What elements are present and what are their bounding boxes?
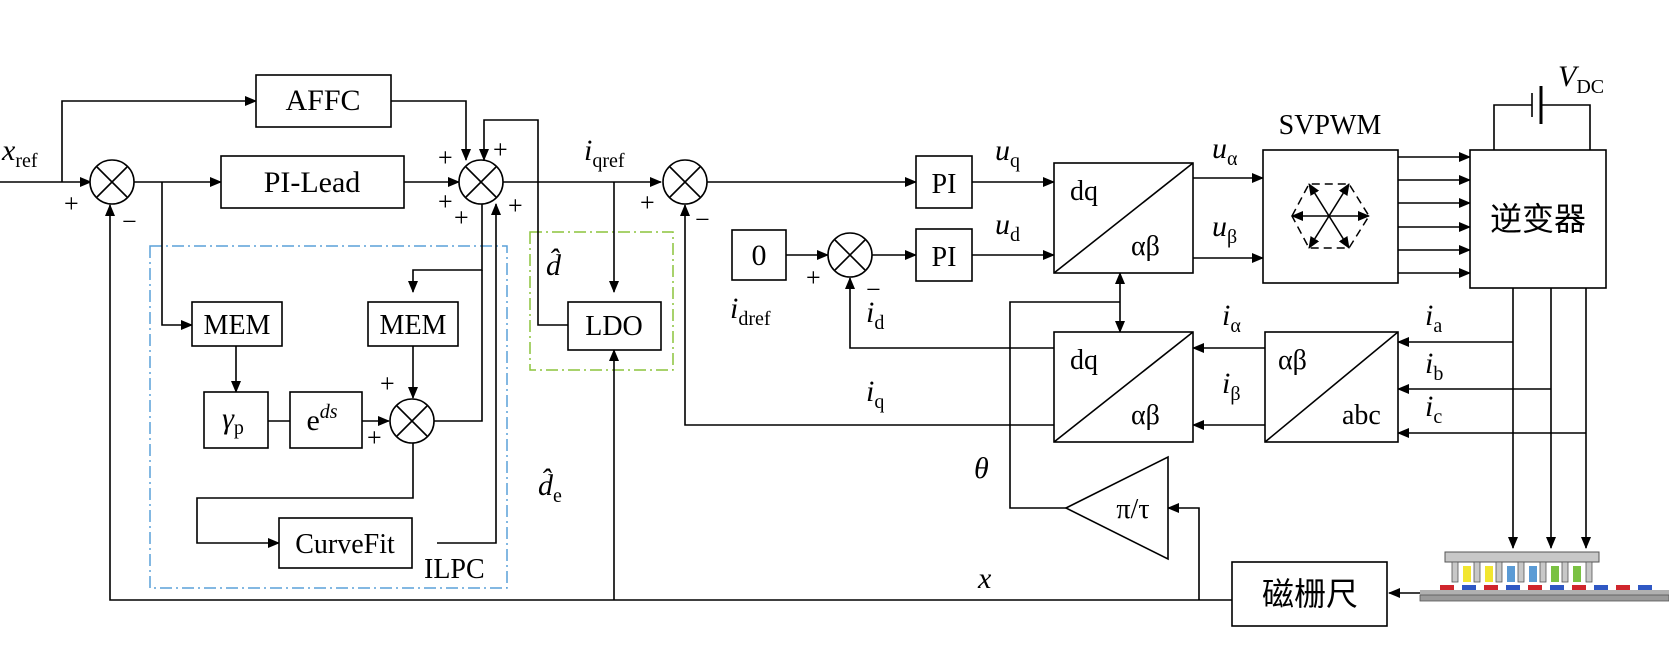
svg-text:+: + — [493, 135, 508, 164]
grating-label: 磁栅尺 — [1262, 575, 1358, 613]
curvefit-block: CurveFit — [278, 517, 413, 569]
mem-block-1: MEM — [191, 301, 283, 347]
linear-motor-illustration — [1419, 551, 1669, 602]
mem-label-2: MEM — [380, 310, 447, 341]
signal-x: x — [977, 562, 992, 595]
svg-text:γp: γp — [222, 402, 244, 439]
dq-label-1: dq — [1070, 176, 1098, 207]
inverter-block: 逆变器 — [1469, 149, 1607, 289]
signal-d-hat-e: d̂e — [538, 468, 562, 507]
pi-block-d: PI — [915, 228, 973, 282]
ldo-label: LDO — [585, 311, 643, 342]
e-ds-exponent: ds — [320, 401, 338, 423]
signal-ud: ud — [995, 208, 1020, 246]
svg-text:+: + — [640, 188, 655, 217]
ilpc-label: ILPC — [424, 554, 485, 585]
signal-id: id — [866, 296, 884, 334]
signal-iq-ref: iqref — [584, 134, 625, 172]
svg-text:+: + — [64, 189, 79, 218]
signal-id-ref: idref — [730, 292, 771, 330]
signal-i-alpha: iα — [1222, 299, 1241, 337]
mem-block-2: MEM — [367, 301, 459, 347]
zero-ref-block: 0 — [731, 229, 787, 281]
signal-iq: iq — [866, 375, 884, 413]
signal-ib: ib — [1425, 347, 1443, 385]
signal-ic: ic — [1425, 390, 1442, 428]
signal-uq: uq — [995, 134, 1020, 172]
gamma-symbol: γ — [222, 402, 235, 435]
svpwm-block: SVPWM — [1262, 110, 1399, 284]
sum-junction-iq — [662, 159, 708, 205]
junction-signs: + − + + + + + + − + − + + — [64, 135, 881, 452]
abc-label: abc — [1342, 400, 1381, 431]
signal-lines — [0, 86, 1591, 601]
svg-text:−: − — [122, 207, 137, 236]
svg-text:+: + — [438, 187, 453, 216]
svpwm-label: SVPWM — [1279, 110, 1382, 141]
zero-label: 0 — [752, 239, 767, 272]
gamma-subscript: p — [234, 417, 244, 439]
ab-label-2: αβ — [1131, 400, 1160, 431]
ab-label-3: αβ — [1278, 345, 1307, 376]
sum-junction-position — [89, 159, 135, 205]
svg-text:+: + — [806, 263, 821, 292]
pi-lead-label: PI-Lead — [264, 166, 361, 199]
affc-block: AFFC — [255, 74, 392, 128]
e-ds-base: e — [306, 404, 319, 437]
signal-i-beta: iβ — [1222, 367, 1241, 405]
sum-junction-id — [827, 232, 873, 278]
signal-theta: θ — [974, 452, 989, 485]
gamma-p-block: γp — [203, 391, 269, 449]
signal-x-ref: xref — [1, 134, 38, 172]
svg-text:+: + — [508, 191, 523, 220]
svg-text:eds: eds — [306, 401, 337, 437]
pi-lead-block: PI-Lead — [220, 155, 405, 209]
sum-junction-current-ref — [458, 159, 504, 205]
ab-to-dq-transform-block: dq αβ — [1053, 331, 1194, 443]
signal-ia: ia — [1425, 299, 1442, 337]
svg-text:−: − — [866, 275, 881, 304]
ilpc-group-border — [149, 245, 508, 589]
ldo-block: LDO — [567, 301, 662, 351]
pi-block-q: PI — [915, 155, 973, 209]
svg-text:+: + — [380, 369, 395, 398]
svg-text:+: + — [367, 423, 382, 452]
signal-u-beta: uβ — [1212, 210, 1237, 248]
pi-q-label: PI — [932, 169, 957, 200]
signal-u-alpha: uα — [1212, 132, 1238, 170]
dq-to-ab-transform-block: dq αβ — [1053, 162, 1194, 274]
svg-text:+: + — [454, 203, 469, 232]
signal-vdc: VDC — [1558, 60, 1604, 98]
affc-label: AFFC — [285, 84, 360, 117]
mem-label-1: MEM — [204, 310, 271, 341]
ab-label-1: αβ — [1131, 231, 1160, 262]
pi-over-tau-gain-block: π/τ — [1064, 455, 1169, 561]
pi-tau-label: π/τ — [1116, 494, 1149, 525]
svg-text:−: − — [695, 205, 710, 234]
e-ds-block: eds — [289, 391, 363, 449]
magnetic-grating-block: 磁栅尺 — [1231, 561, 1388, 627]
curvefit-label: CurveFit — [295, 529, 395, 560]
signal-d-hat: d̂ — [546, 248, 562, 282]
pi-d-label: PI — [932, 242, 957, 273]
svg-text:+: + — [438, 143, 453, 172]
dq-label-2: dq — [1070, 345, 1098, 376]
inverter-label: 逆变器 — [1490, 200, 1586, 238]
ldo-group-border — [529, 231, 674, 371]
abc-to-ab-transform-block: αβ abc — [1264, 331, 1399, 443]
sum-junction-ilpc — [389, 398, 435, 444]
